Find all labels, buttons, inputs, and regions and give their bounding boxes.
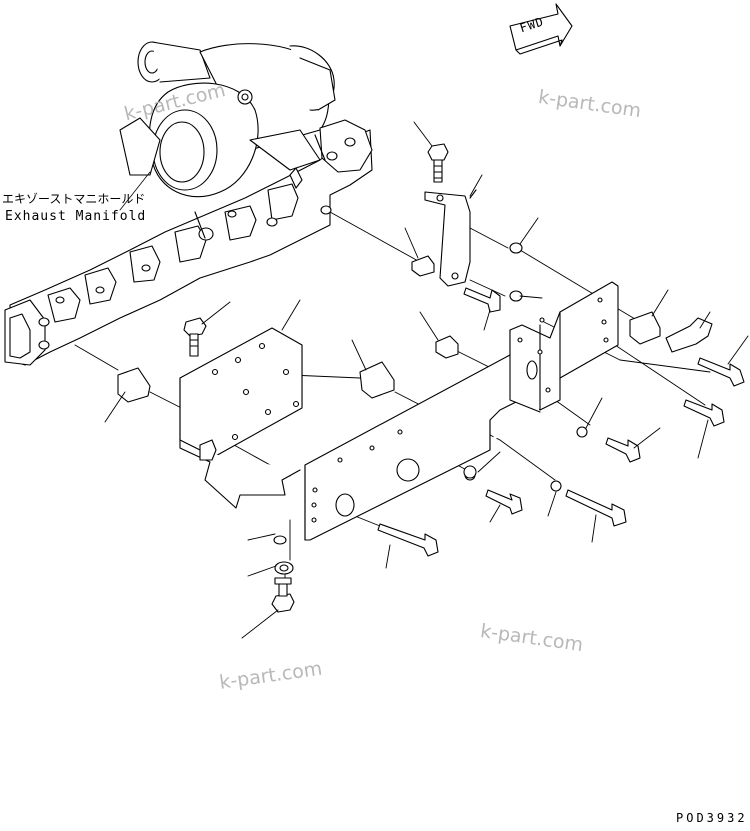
upper-bracket [425, 190, 476, 286]
drawing-number: POD3932 [676, 811, 748, 825]
turbocharger [120, 42, 335, 197]
exhaust-manifold [5, 120, 372, 365]
bolts [184, 144, 744, 612]
left-bracket [180, 328, 302, 508]
leader-lines [105, 122, 748, 638]
main-bracket [305, 282, 618, 540]
exhaust-manifold-label-jp: エキゾーストマニホールド [2, 192, 146, 206]
exhaust-manifold-label-en: Exhaust Manifold [5, 209, 147, 224]
fwd-arrow-icon [510, 4, 572, 54]
